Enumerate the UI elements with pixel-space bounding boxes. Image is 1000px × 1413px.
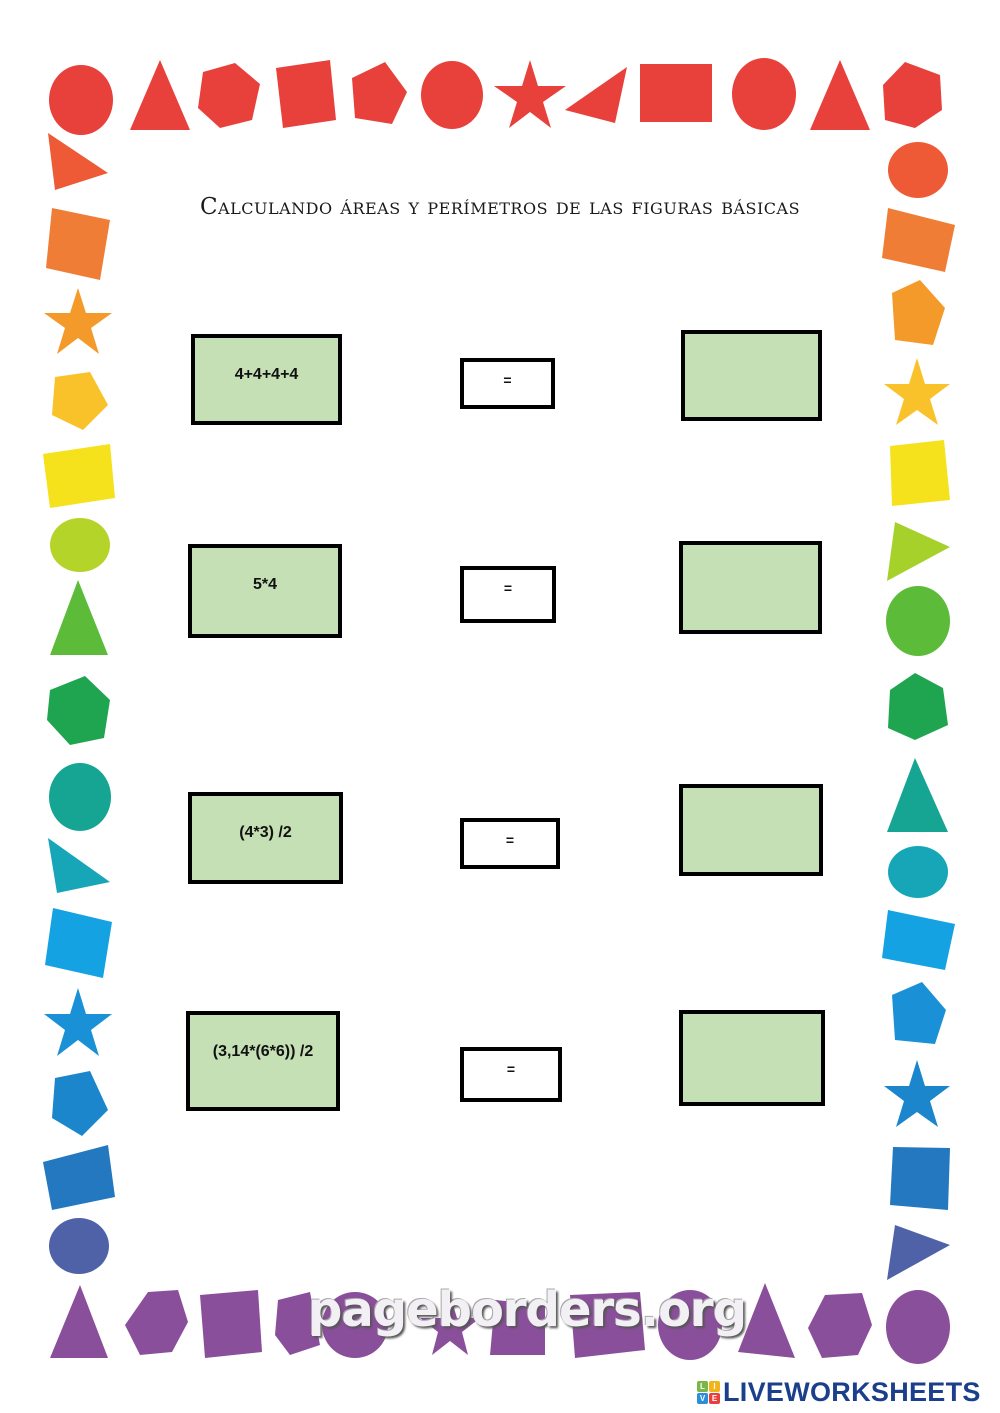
logo-letter-v: V [697, 1393, 708, 1404]
equals-drop-box-3[interactable]: = [460, 818, 560, 869]
expression-text: (3,14*(6*6)) /2 [212, 1043, 314, 1060]
expression-text: 5*4 [252, 576, 278, 593]
equals-drop-box-4[interactable]: = [460, 1047, 562, 1102]
logo-letter-i: I [709, 1381, 720, 1392]
answer-box-4[interactable] [679, 1010, 825, 1106]
expression-text: 4+4+4+4 [234, 366, 299, 383]
expression-text: (4*3) /2 [239, 824, 292, 841]
expression-box-4: (3,14*(6*6)) /2 [186, 1011, 340, 1111]
expression-box-2: 5*4 [188, 544, 342, 638]
logo-letter-l: L [697, 1381, 708, 1392]
equals-text: = [505, 832, 515, 848]
expression-box-3: (4*3) /2 [188, 792, 343, 884]
liveworksheets-brand[interactable]: L I V E LIVEWORKSHEETS [697, 1377, 981, 1408]
answer-box-1[interactable] [681, 330, 822, 421]
worksheet-title: Calculando áreas y perímetros de las fig… [199, 194, 801, 220]
liveworksheets-wordmark: LIVEWORKSHEETS [723, 1377, 981, 1407]
equals-text: = [506, 1061, 516, 1077]
equals-text: = [503, 580, 513, 596]
answer-box-3[interactable] [679, 784, 823, 876]
equals-text: = [503, 372, 512, 388]
equals-drop-box-1[interactable]: = [460, 358, 555, 409]
answer-box-2[interactable] [679, 541, 822, 634]
equals-drop-box-2[interactable]: = [460, 566, 556, 623]
pageborders-watermark: pageborders.org [308, 1282, 747, 1338]
liveworksheets-logo-icon: L I V E [697, 1381, 720, 1404]
expression-box-1: 4+4+4+4 [191, 334, 342, 425]
logo-letter-e: E [709, 1393, 720, 1404]
